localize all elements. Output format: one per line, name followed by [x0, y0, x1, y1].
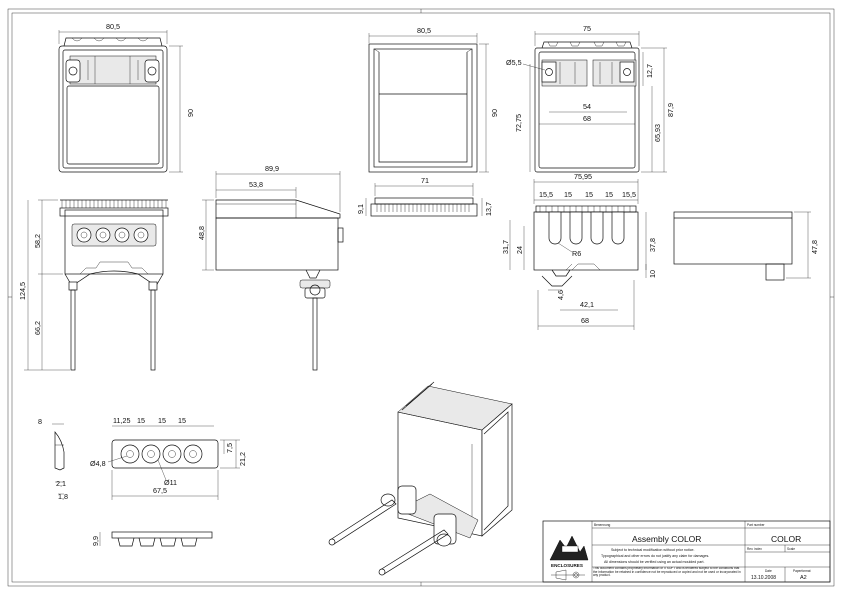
dim-68-top: 68: [583, 114, 591, 123]
profile-53-8-dim: 53,8: [249, 180, 263, 189]
dim-58-2: 58,2: [33, 234, 42, 248]
clip-detail: 8 2,1 1,8: [38, 417, 68, 501]
lid-13-7-dim: 13,7: [484, 202, 493, 216]
clip-1-8-dim: 1,8: [58, 492, 68, 501]
radius-dim: R6: [572, 249, 581, 258]
profile-height-dim: 48,8: [197, 226, 206, 240]
strip-21-2-dim: 21,2: [238, 452, 247, 466]
front-width-dim: 80,5: [106, 22, 120, 31]
back-width-dim: 75: [583, 24, 591, 33]
assembly-label: Benennung: [594, 523, 611, 527]
strip-spacing-3: 15: [158, 416, 166, 425]
dim-72-75: 72,75: [514, 114, 523, 132]
dim-10: 10: [648, 270, 657, 278]
spacing-3: 15: [585, 190, 593, 199]
paper-format-value: A2: [800, 575, 807, 581]
assembly-title: Assembly COLOR: [632, 534, 701, 544]
note-3: All dimensions should be verified using …: [604, 560, 705, 564]
strip-len-dim: 67,5: [153, 486, 167, 495]
gland-strip-view: 11,25 15 15 15 7,5 21,2 Ø4,8 Ø11 67,5: [90, 416, 247, 500]
paper-format-label: Paperformat: [793, 569, 811, 573]
strip-7-5-dim: 7,5: [225, 443, 234, 453]
side-view: 80,5 90: [368, 26, 499, 173]
dim-24: 24: [515, 246, 524, 254]
front-height-dim: 90: [186, 109, 195, 117]
clip-8-dim: 8: [38, 417, 42, 426]
dim-66-2: 66,2: [33, 321, 42, 335]
lid-view: 71 9,1 13,7: [356, 176, 493, 217]
section-view: 75,95 15,5 15 15 15 15,5 31,7 24 R6 37,8…: [501, 172, 657, 330]
gland-strip-side-view: 9,9: [91, 531, 213, 547]
dim-12-7: 12,7: [645, 64, 654, 78]
strip-spacing-2: 15: [137, 416, 145, 425]
clip-2-1-dim: 2,1: [56, 479, 66, 488]
profile-view: 89,9 53,8 48,8: [197, 164, 344, 371]
note-1: Subject to technical modification withou…: [611, 548, 695, 552]
front-view: 80,5 90: [58, 22, 195, 173]
company-logo: ENCLOSURES: [549, 535, 589, 568]
date-value: 13.10.2008: [751, 575, 776, 581]
scale-label: Scale: [787, 547, 795, 551]
dim-65-93: 65,93: [653, 124, 662, 142]
dim-37-8: 37,8: [648, 238, 657, 252]
strip-spacing-4: 15: [178, 416, 186, 425]
side-box-view: 47,8: [673, 211, 819, 281]
strip-dia-dim: Ø11: [164, 478, 177, 487]
dim-47-8: 47,8: [810, 240, 819, 254]
title-block: ENCLOSURES Benennung Assembly COLOR Part…: [542, 520, 831, 583]
back-view: 75 Ø5,5 54 68 12,7 72,75 65,93 87,9: [506, 24, 675, 173]
front-elevation-rods: 58,2 124,5 66,2: [18, 199, 169, 371]
part-number-label: Part number: [747, 523, 765, 527]
dim-87-9: 87,9: [666, 103, 675, 117]
strip-hole-dim: Ø4,8: [90, 459, 106, 468]
lid-width-dim: 71: [421, 176, 429, 185]
spacing-4: 15: [605, 190, 613, 199]
dim-124-5: 124,5: [18, 282, 27, 300]
note-2: Typographical and other errors do not ju…: [601, 554, 709, 558]
dim-68-bottom: 68: [581, 316, 589, 325]
spacing-5: 15,5: [622, 190, 636, 199]
side-height-dim: 90: [490, 109, 499, 117]
rev-index-label: Rev. index: [747, 547, 762, 551]
hole-dia-dim: Ø5,5: [506, 58, 522, 67]
strip-spacing-1: 11,25: [113, 416, 130, 425]
lid-9-1-dim: 9,1: [356, 204, 365, 214]
spacing-2: 15: [564, 190, 572, 199]
dim-42-1: 42,1: [580, 300, 594, 309]
side-width-dim: 80,5: [417, 26, 431, 35]
profile-width-dim: 89,9: [265, 164, 279, 173]
isometric-view: [328, 381, 513, 576]
strip-9-9-dim: 9,9: [91, 536, 100, 546]
company-name: ENCLOSURES: [551, 563, 583, 568]
dim-4-6: 4,6: [556, 290, 565, 300]
projection-symbol: [551, 569, 585, 581]
dim-31-7: 31,7: [501, 240, 510, 254]
part-name: COLOR: [771, 534, 801, 544]
dim-54: 54: [583, 102, 591, 111]
date-label: Date: [765, 569, 772, 573]
section-width-dim: 75,95: [574, 172, 592, 181]
legal-notice: This document contains proprietary infor…: [593, 567, 741, 578]
spacing-1: 15,5: [539, 190, 553, 199]
